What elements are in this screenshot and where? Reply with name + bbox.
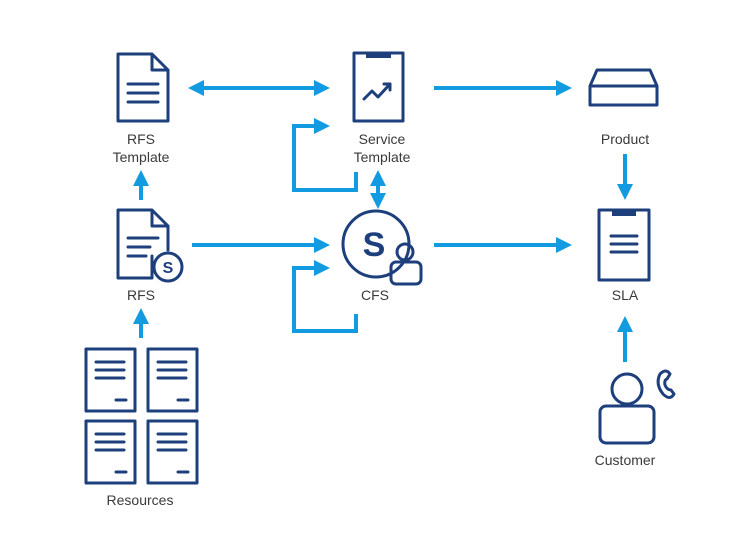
customer-node: Customer — [595, 369, 676, 468]
customer-phone-icon — [598, 369, 676, 445]
server-icon — [84, 419, 137, 485]
clipboard-icon — [597, 208, 651, 282]
rfs-template-node: RFS Template — [113, 52, 170, 165]
service-template-label-line2: Template — [354, 149, 411, 165]
document-service-icon: S — [116, 208, 184, 283]
service-template-label-line1: Service — [359, 131, 406, 147]
box-icon — [588, 68, 659, 107]
server-icon — [146, 419, 199, 485]
resources-node: Resources — [84, 347, 199, 508]
loop-arrow-cfs — [292, 260, 358, 333]
arrows — [133, 80, 633, 362]
service-template-node: Service Template — [352, 51, 411, 165]
loop-arrow-service-template — [292, 118, 358, 192]
server-icon — [84, 347, 137, 413]
rfs-label: RFS — [127, 287, 155, 303]
cfs-node: S CFS — [341, 209, 423, 303]
cfs-badge: S — [363, 226, 386, 264]
rfs-node: S RFS — [116, 208, 184, 303]
server-icon — [146, 347, 199, 413]
resources-label: Resources — [107, 492, 174, 508]
sla-label: SLA — [612, 287, 639, 303]
customer-label: Customer — [595, 452, 656, 468]
clipboard-chart-icon — [352, 51, 405, 123]
rfs-template-label-line2: Template — [113, 149, 170, 165]
sla-node: SLA — [597, 208, 651, 303]
document-icon — [116, 52, 170, 123]
product-label: Product — [601, 131, 649, 147]
product-node: Product — [588, 68, 659, 147]
phone-icon — [656, 369, 676, 399]
servers-icon — [84, 347, 199, 485]
cfs-label: CFS — [361, 287, 389, 303]
service-user-icon: S — [341, 209, 423, 286]
rfs-template-label-line1: RFS — [127, 131, 155, 147]
rfs-badge: S — [163, 260, 174, 277]
